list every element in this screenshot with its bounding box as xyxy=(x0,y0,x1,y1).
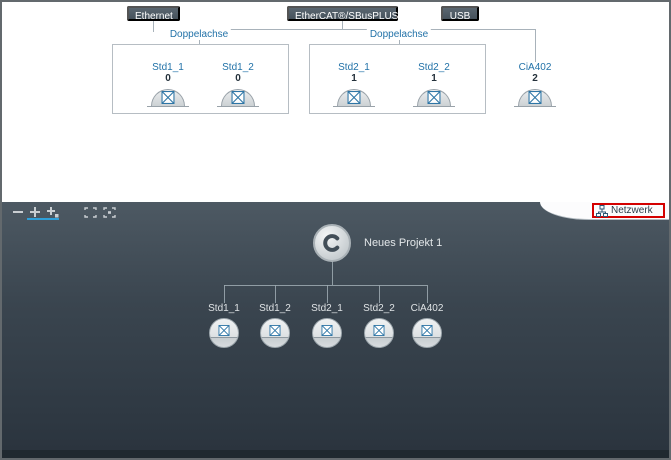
device-label: Std2_1 xyxy=(338,62,370,73)
group-box-doppelachse-1 xyxy=(112,44,289,114)
device-circle-icon xyxy=(209,318,239,348)
axis-box-icon xyxy=(421,325,433,336)
tree-node-cia402[interactable]: CiA402 xyxy=(402,303,452,348)
movi-c-logo-icon xyxy=(323,234,340,252)
tree-node-std2-2[interactable]: Std2_2 xyxy=(354,303,404,348)
drive-dome-icon xyxy=(412,87,456,107)
axis-box-icon xyxy=(373,325,385,336)
tree-line xyxy=(224,285,225,303)
project-root-node[interactable] xyxy=(313,224,351,262)
device-node-std1-1[interactable]: Std1_1 0 xyxy=(146,62,190,107)
drive-dome-icon xyxy=(146,87,190,107)
connector-line xyxy=(535,29,536,62)
device-address: 0 xyxy=(235,73,241,84)
device-address: 1 xyxy=(431,73,437,84)
group-box-doppelachse-2 xyxy=(309,44,486,114)
tree-node-std1-2[interactable]: Std1_2 xyxy=(250,303,300,348)
drive-dome-icon xyxy=(216,87,260,107)
axis-box-icon xyxy=(321,325,333,336)
device-node-std2-1[interactable]: Std2_1 1 xyxy=(332,62,376,107)
drive-dome-icon xyxy=(332,87,376,107)
device-address: 2 xyxy=(532,73,538,84)
device-circle-icon xyxy=(312,318,342,348)
network-tab-highlight[interactable]: Netzwerk xyxy=(592,203,665,218)
bus-button-usb[interactable]: USB xyxy=(441,6,479,22)
tree-node-label: Std1_2 xyxy=(259,303,291,314)
axis-box-icon xyxy=(269,325,281,336)
connector-line xyxy=(153,21,154,32)
group-label-doppelachse-2: Doppelachse xyxy=(366,29,432,40)
device-circle-icon xyxy=(412,318,442,348)
axis-box-icon xyxy=(427,91,441,104)
device-node-cia402[interactable]: CiA402 2 xyxy=(513,62,557,107)
device-address: 1 xyxy=(351,73,357,84)
tree-node-label: Std1_1 xyxy=(208,303,240,314)
tree-line xyxy=(275,285,276,303)
device-circle-icon xyxy=(260,318,290,348)
tree-node-label: Std2_2 xyxy=(363,303,395,314)
fit-selection-icon[interactable] xyxy=(103,205,116,223)
tree-node-label: Std2_1 xyxy=(311,303,343,314)
device-node-std1-2[interactable]: Std1_2 0 xyxy=(216,62,260,107)
axis-box-icon xyxy=(218,325,230,336)
panel-bottom-strip xyxy=(2,450,669,458)
bus-button-ethercat-sbusplus[interactable]: EtherCAT®/SBusPLUS xyxy=(287,6,398,22)
axis-box-icon xyxy=(231,91,245,104)
group-label-doppelachse-1: Doppelachse xyxy=(166,29,232,40)
tree-line xyxy=(332,261,333,285)
fit-view-icon[interactable] xyxy=(84,205,97,223)
zoom-step-icon[interactable] xyxy=(46,205,59,223)
drive-dome-icon xyxy=(513,87,557,107)
toolbar-active-underline xyxy=(27,218,59,220)
device-address: 0 xyxy=(165,73,171,84)
bus-button-ethernet[interactable]: Ethernet xyxy=(127,6,180,22)
tree-line xyxy=(379,285,380,303)
dome-baseline xyxy=(333,106,375,107)
tree-line xyxy=(427,285,428,303)
device-label: Std1_2 xyxy=(222,62,254,73)
dome-baseline xyxy=(217,106,259,107)
zoom-out-icon[interactable] xyxy=(12,205,24,223)
tree-node-std2-1[interactable]: Std2_1 xyxy=(302,303,352,348)
dome-baseline xyxy=(147,106,189,107)
tree-node-label: CiA402 xyxy=(410,303,444,314)
network-tab-label: Netzwerk xyxy=(611,205,653,216)
device-label: CiA402 xyxy=(518,62,552,73)
axis-box-icon xyxy=(528,91,542,104)
zoom-in-icon[interactable] xyxy=(29,205,41,223)
device-label: Std1_1 xyxy=(152,62,184,73)
device-circle-icon xyxy=(364,318,394,348)
axis-box-icon xyxy=(347,91,361,104)
device-node-std2-2[interactable]: Std2_2 1 xyxy=(412,62,456,107)
tree-node-std1-1[interactable]: Std1_1 xyxy=(199,303,249,348)
dome-baseline xyxy=(514,106,556,107)
device-label: Std2_2 xyxy=(418,62,450,73)
connector-line xyxy=(342,21,343,29)
dome-baseline xyxy=(413,106,455,107)
tree-line xyxy=(327,285,328,303)
tree-line xyxy=(224,285,427,286)
network-tree-icon xyxy=(596,204,608,217)
project-root-label: Neues Projekt 1 xyxy=(364,237,443,249)
axis-box-icon xyxy=(161,91,175,104)
